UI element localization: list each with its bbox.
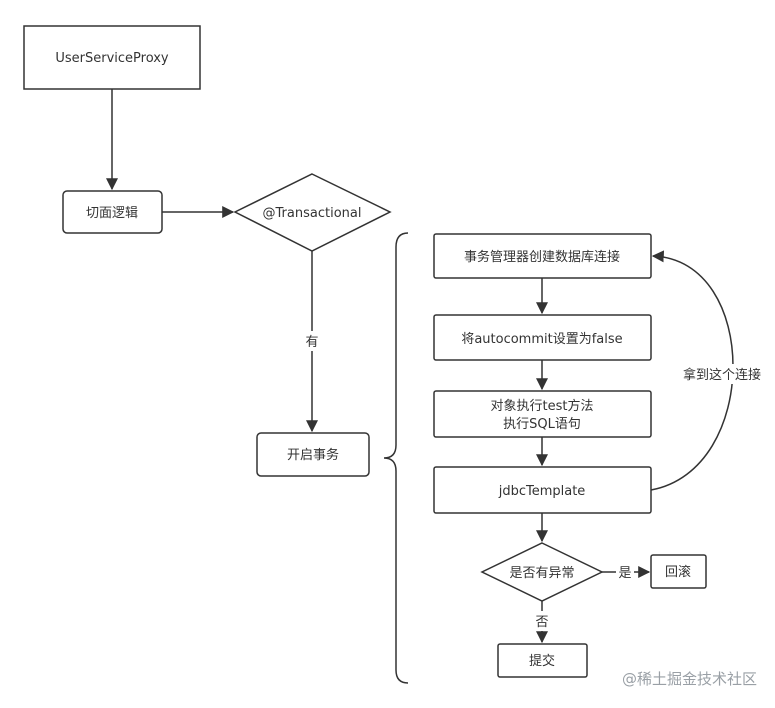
edge-label-bg-yes	[616, 562, 634, 582]
node-aspect-logic: 切面逻辑	[62, 190, 163, 234]
node-jdbctemplate: jdbcTemplate	[433, 466, 652, 514]
node-commit-label: 提交	[529, 653, 555, 669]
node-rollback-label: 回滚	[665, 564, 691, 580]
node-userserviceproxy: UserServiceProxy	[23, 25, 201, 90]
node-create-connection: 事务管理器创建数据库连接	[433, 233, 652, 279]
node-autocommit: 将autocommit设置为false	[433, 314, 652, 361]
edge-label-bg-has	[302, 331, 322, 351]
edge-label-no: 否	[535, 615, 548, 630]
node-start-transaction-label: 开启事务	[287, 447, 339, 463]
node-create-connection-label: 事务管理器创建数据库连接	[464, 249, 620, 265]
node-aspect-logic-label: 切面逻辑	[86, 206, 138, 221]
watermark: @稀土掘金技术社区	[622, 670, 757, 688]
node-exception-decision: 是否有异常	[480, 542, 604, 602]
edge-label-bg-take-conn	[680, 364, 764, 384]
node-execute-label-line1: 对象执行test方法	[491, 398, 594, 414]
edge-label-has: 有	[305, 335, 318, 350]
node-start-transaction: 开启事务	[256, 432, 370, 477]
node-transactional-decision: @Transactional	[233, 173, 392, 252]
node-userserviceproxy-label: UserServiceProxy	[55, 51, 169, 66]
edge-label-bg-no	[533, 611, 551, 631]
node-jdbctemplate-label: jdbcTemplate	[498, 484, 586, 499]
node-rollback: 回滚	[650, 554, 707, 589]
brace	[383, 232, 409, 684]
node-execute-label-line2: 执行SQL语句	[503, 417, 581, 432]
edge-label-yes: 是	[618, 566, 631, 581]
node-commit: 提交	[497, 643, 588, 678]
node-autocommit-label: 将autocommit设置为false	[461, 332, 622, 347]
node-exception-label: 是否有异常	[509, 566, 574, 581]
edge-label-take-conn: 拿到这个连接	[683, 367, 761, 383]
node-transactional-label: @Transactional	[263, 206, 362, 221]
node-execute: 对象执行test方法 执行SQL语句	[433, 390, 652, 438]
